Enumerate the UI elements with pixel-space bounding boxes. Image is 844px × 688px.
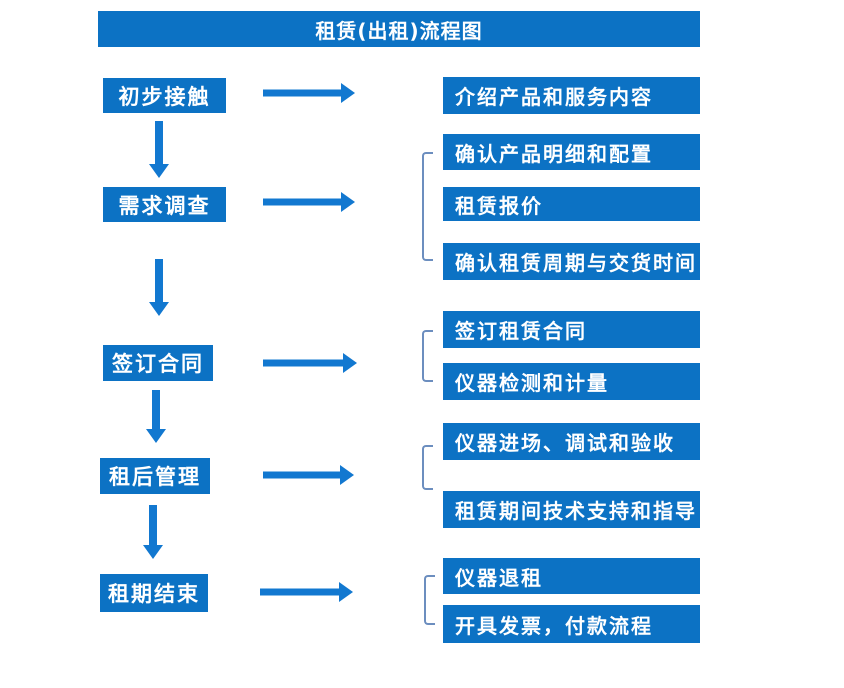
right-arrow-shaft bbox=[260, 588, 341, 596]
stage-box-demand-survey: 需求调查 bbox=[103, 187, 226, 222]
down-arrow-2 bbox=[148, 259, 170, 316]
down-arrow-1 bbox=[148, 121, 170, 178]
detail-box-sign-rental-contract: 签订租赁合同 bbox=[443, 311, 700, 348]
detail-box-confirm-rental-period-delivery: 确认租赁周期与交货时间 bbox=[443, 243, 700, 280]
right-arrow-2 bbox=[263, 192, 355, 212]
detail-box-instrument-arrival-debug-acceptance: 仪器进场、调试和验收 bbox=[443, 423, 700, 460]
right-arrow-head bbox=[340, 465, 354, 485]
bracket-group-lease-end bbox=[424, 575, 435, 625]
down-arrow-head bbox=[149, 164, 169, 178]
detail-box-instrument-testing-calibration: 仪器检测和计量 bbox=[443, 363, 700, 400]
right-arrow-1 bbox=[263, 83, 355, 103]
detail-box-invoice-payment-process: 开具发票，付款流程 bbox=[443, 605, 700, 643]
stage-box-sign-contract: 签订合同 bbox=[103, 345, 213, 381]
detail-box-rental-quotation: 租赁报价 bbox=[443, 187, 700, 221]
stage-box-lease-end: 租期结束 bbox=[100, 574, 208, 612]
detail-box-tech-support-during-rental: 租赁期间技术支持和指导 bbox=[443, 491, 700, 528]
right-arrow-shaft bbox=[263, 89, 343, 97]
stage-box-post-rental-management: 租后管理 bbox=[100, 458, 210, 494]
right-arrow-5 bbox=[260, 582, 353, 602]
right-arrow-head bbox=[339, 582, 353, 602]
down-arrow-head bbox=[143, 545, 163, 559]
down-arrow-shaft bbox=[155, 121, 163, 166]
right-arrow-head bbox=[343, 353, 357, 373]
down-arrow-head bbox=[146, 429, 166, 443]
right-arrow-shaft bbox=[263, 359, 345, 367]
right-arrow-3 bbox=[263, 353, 357, 373]
right-arrow-shaft bbox=[263, 198, 343, 206]
page-title: 租赁(出租)流程图 bbox=[98, 11, 700, 47]
down-arrow-head bbox=[149, 302, 169, 316]
down-arrow-shaft bbox=[155, 259, 163, 304]
down-arrow-shaft bbox=[149, 505, 157, 547]
bracket-group-demand-survey bbox=[422, 152, 433, 261]
detail-box-instrument-return: 仪器退租 bbox=[443, 558, 700, 594]
bracket-group-sign-contract bbox=[422, 330, 433, 382]
right-arrow-head bbox=[341, 192, 355, 212]
down-arrow-3 bbox=[145, 390, 167, 443]
down-arrow-4 bbox=[142, 505, 164, 559]
right-arrow-4 bbox=[263, 465, 354, 485]
stage-box-initial-contact: 初步接触 bbox=[103, 78, 226, 113]
right-arrow-shaft bbox=[263, 471, 342, 479]
bracket-group-post-rental bbox=[422, 445, 433, 490]
right-arrow-head bbox=[341, 83, 355, 103]
detail-box-confirm-product-details-config: 确认产品明细和配置 bbox=[443, 134, 700, 170]
detail-box-introduce-products-services: 介绍产品和服务内容 bbox=[443, 77, 700, 114]
down-arrow-shaft bbox=[152, 390, 160, 431]
